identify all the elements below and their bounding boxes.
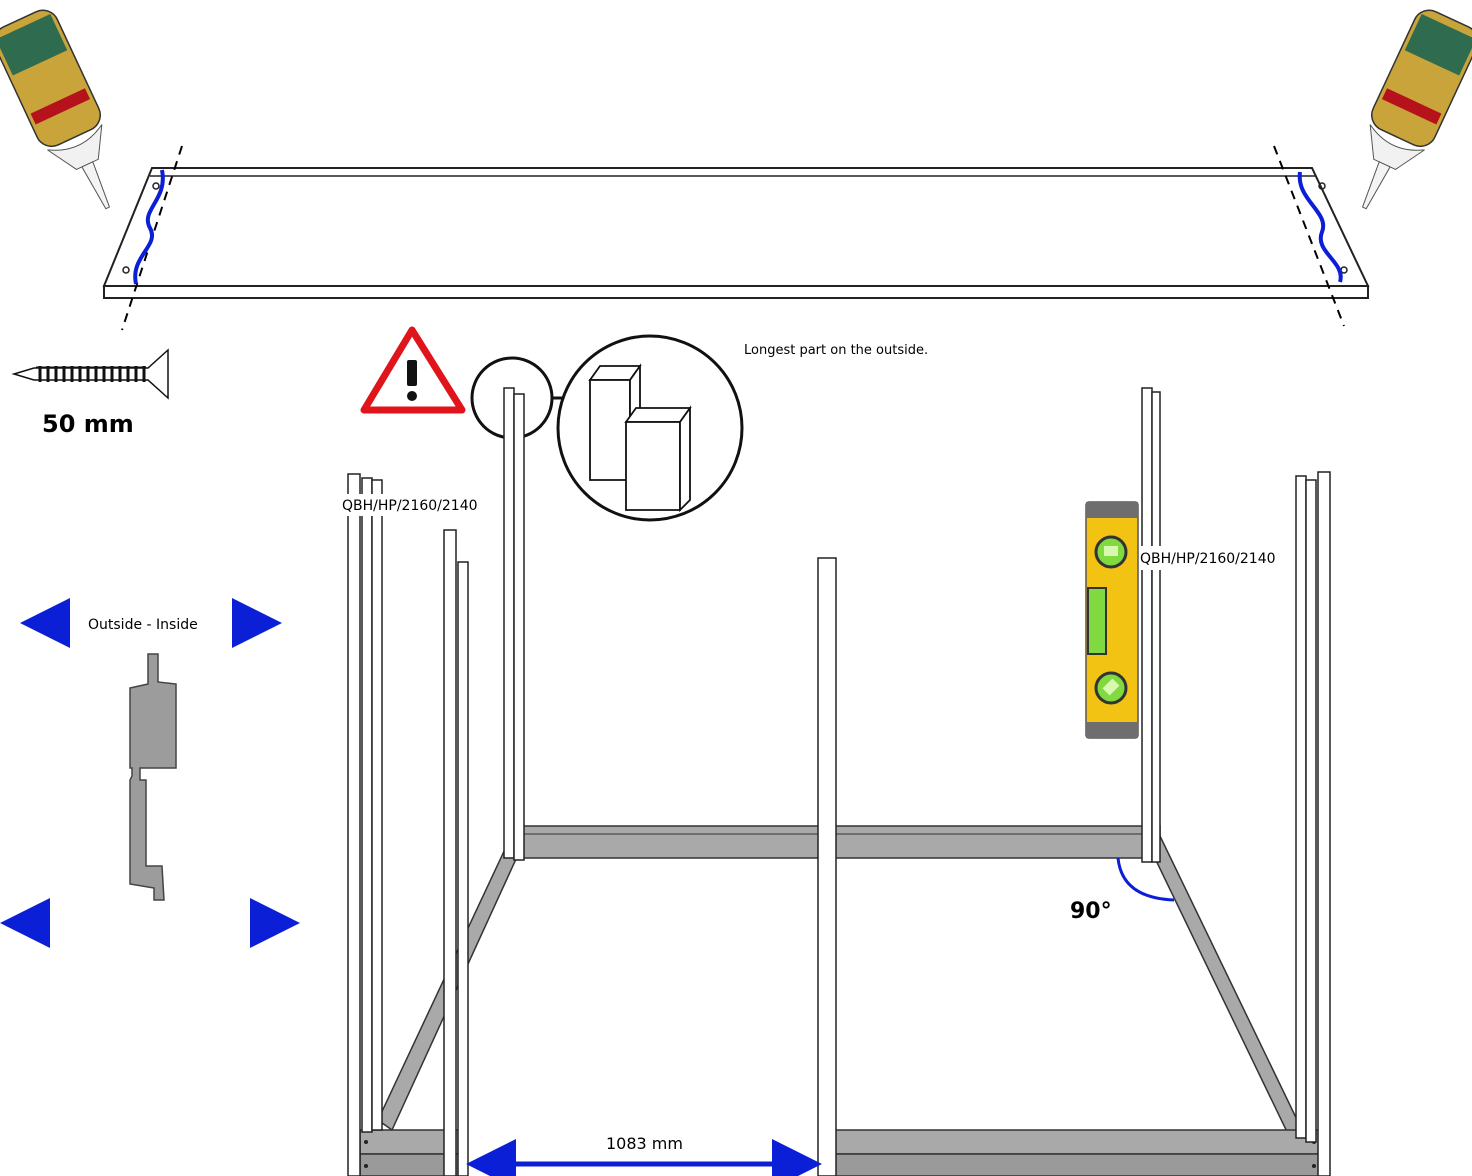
detail-magnifier-icon <box>470 334 744 522</box>
angle-label: 90° <box>1070 899 1112 924</box>
warning-triangle-icon <box>360 326 466 414</box>
board-profile-icon <box>129 653 177 901</box>
left-post-code: QBH/HP/2160/2140 <box>342 498 478 514</box>
glue-line-left <box>133 169 165 285</box>
screw-icon <box>11 348 169 400</box>
right-post-code: QBH/HP/2160/2140 <box>1140 551 1276 567</box>
orientation-label: Outside - Inside <box>88 617 198 633</box>
screw-length-label: 50 mm <box>42 410 134 438</box>
adhesive-bottle-icon <box>1361 9 1472 210</box>
frame-beams <box>359 825 1321 1176</box>
adhesive-bottle-icon <box>0 9 111 210</box>
frame-posts <box>347 387 1331 1176</box>
glue-line-right <box>1297 171 1343 283</box>
spirit-level-icon <box>1085 501 1139 739</box>
top-plank <box>102 145 1370 331</box>
right-angle-arc <box>1116 857 1175 902</box>
span-dimension-label: 1083 mm <box>606 1134 683 1153</box>
warning-note: Longest part on the outside. <box>744 343 928 358</box>
